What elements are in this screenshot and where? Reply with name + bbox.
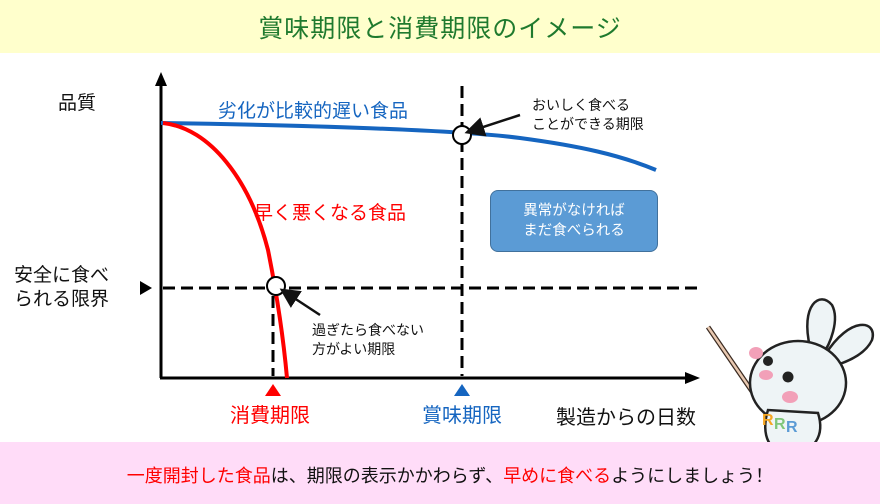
use-by-pointer-arrow [279,288,321,317]
x-axis-label: 製造からの日数 [556,405,696,429]
best-before-note: おいしく食べる ことができる期限 [532,98,644,133]
rabbit-mascot-icon: R R R [705,298,875,455]
fast-curve-label: 早く悪くなる食品 [254,202,407,224]
best-before-pointer-arrow [464,113,521,137]
use-by-triangle-icon [265,384,281,396]
svg-text:R: R [762,412,774,429]
still-edible-box: 異常がなければ まだ食べられる [490,190,658,252]
slow-curve-label: 劣化が比較的遅い食品 [218,100,409,122]
safe-limit-label: 安全に食べ られる限界 [14,264,110,310]
page-title: 賞味期限と消費期限のイメージ [258,13,622,43]
x-axis [160,372,700,384]
y-axis-label: 品質 [58,92,97,114]
title-bar: 賞味期限と消費期限のイメージ [0,0,880,53]
best-before-label: 賞味期限 [422,403,502,427]
svg-text:R: R [786,419,798,436]
best-before-point [452,125,472,145]
safe-limit-pointer-icon [140,281,152,295]
svg-text:R: R [774,416,786,433]
slow-decline-curve [160,121,657,172]
use-by-point [266,276,286,296]
use-by-note: 過ぎたら食べない 方がよい期限 [312,323,424,358]
y-axis [155,72,167,378]
fast-decline-curve [162,121,289,379]
best-before-triangle-icon [454,384,470,396]
use-by-label: 消費期限 [230,403,310,427]
footer-bar: 一度開封した食品は、期限の表示かかわらず、早めに食べるようにしましょう！ [0,442,880,504]
footer-message: 一度開封した食品は、期限の表示かかわらず、早めに食べるようにしましょう！ [126,466,774,487]
